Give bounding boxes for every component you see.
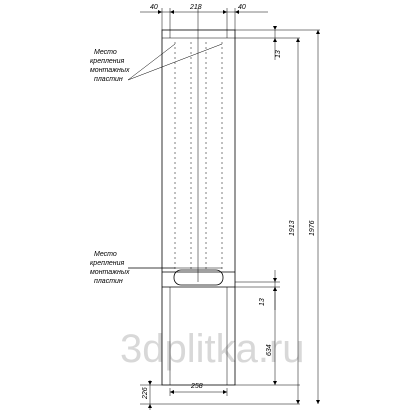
svg-text:крепления: крепления [90, 260, 125, 267]
lower-mounting-note: Место крепления монтажных пластин [90, 251, 222, 285]
svg-text:монтажных: монтажных [90, 269, 130, 276]
dim-lower-section: 634 [266, 344, 273, 356]
dim-top-gap: 13 [275, 50, 282, 58]
svg-text:крепления: крепления [90, 58, 125, 65]
dim-handle-gap: 13 [259, 298, 266, 306]
handle-cutout [173, 269, 224, 286]
watermark: 3dplitka.ru [120, 327, 305, 371]
dim-top-right: 40 [238, 4, 246, 11]
cabinet-outline [161, 29, 236, 386]
svg-text:пластин: пластин [94, 76, 123, 83]
svg-text:монтажных: монтажных [90, 67, 130, 74]
svg-text:Место: Место [94, 251, 117, 258]
dim-top-left: 40 [150, 4, 158, 11]
dim-total-height: 1976 [309, 220, 316, 236]
svg-text:пластин: пластин [94, 278, 123, 285]
dim-top-inner: 218 [189, 4, 202, 11]
dim-inner-height: 1913 [289, 220, 296, 236]
dim-bottom-width: 258 [190, 383, 203, 390]
upper-mounting-note: Место крепления монтажных пластин [90, 43, 223, 83]
svg-text:Место: Место [94, 49, 117, 56]
dim-base-height: 226 [142, 387, 149, 400]
